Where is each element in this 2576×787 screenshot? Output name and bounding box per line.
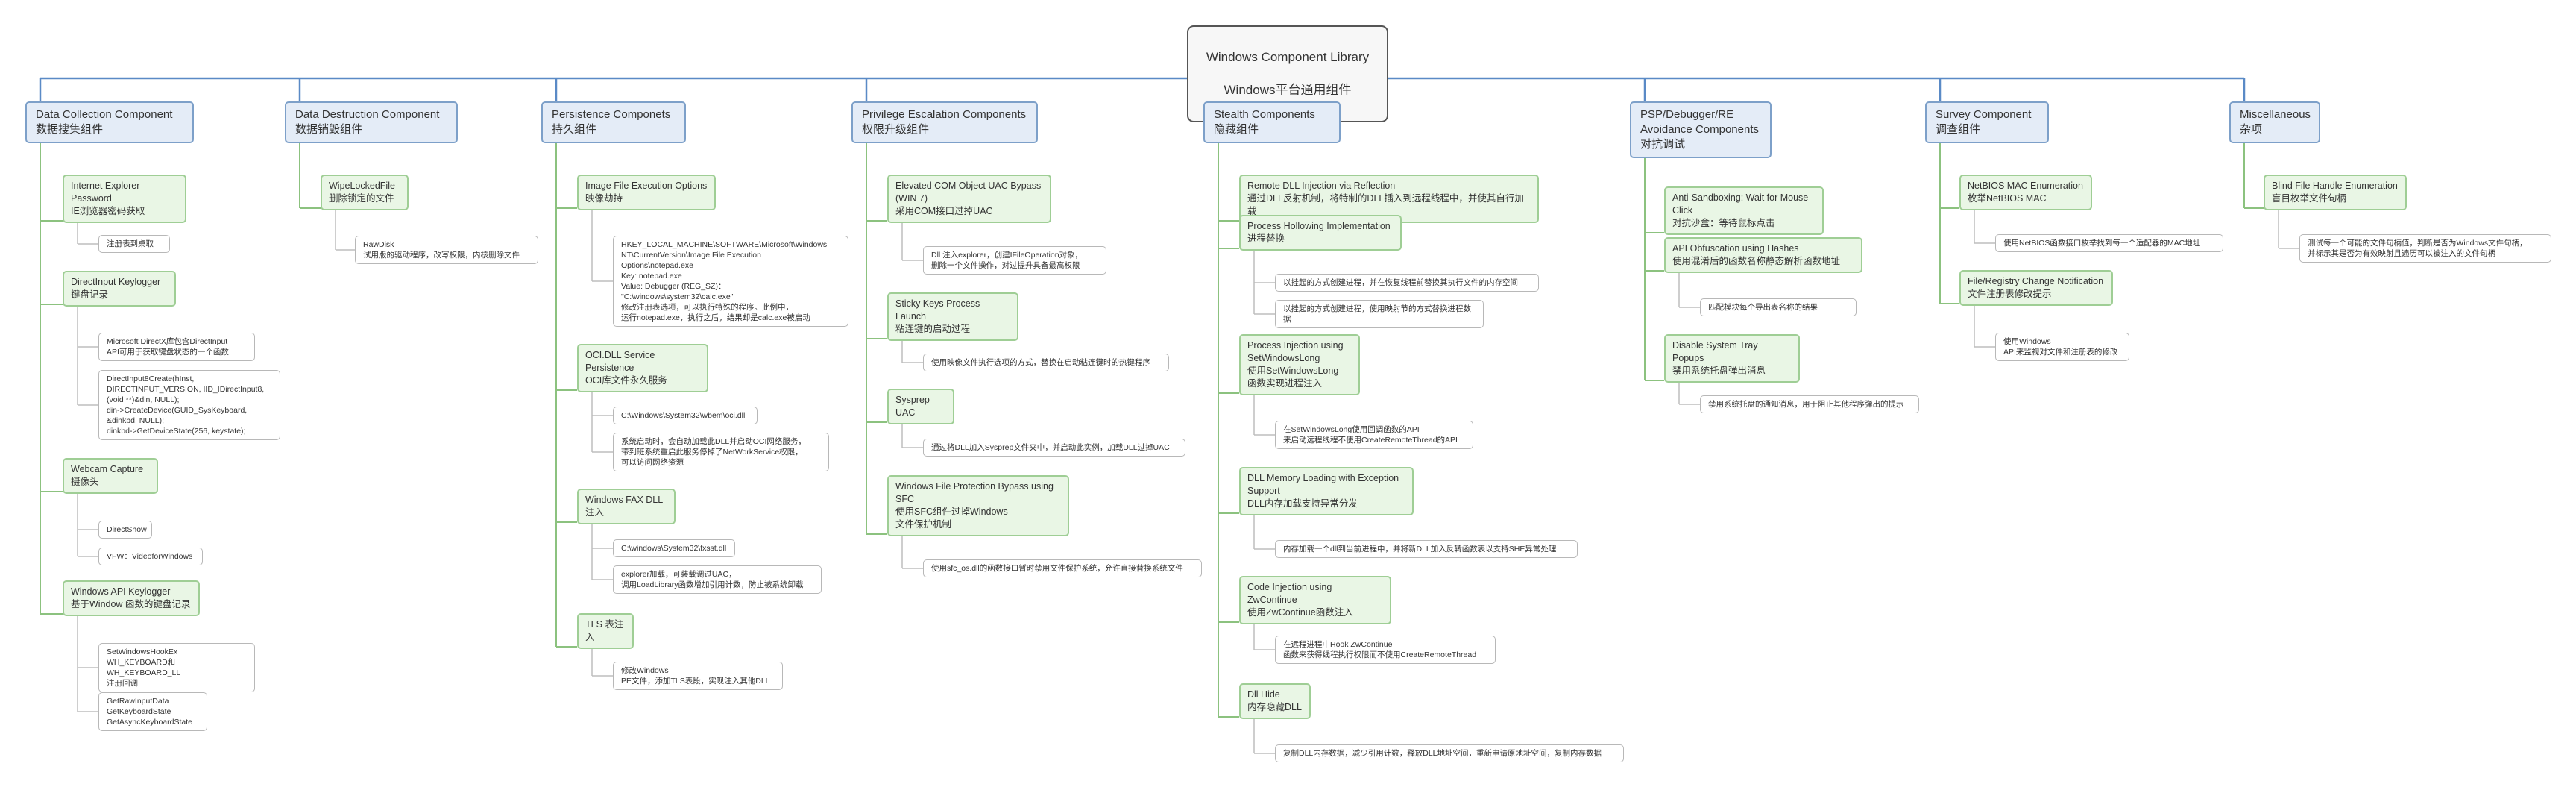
detail-netbios: 使用NetBIOS函数接口枚举找到每一个适配器的MAC地址 [1995, 234, 2223, 252]
item-fax-dll[interactable]: Windows FAX DLL注入 [577, 489, 676, 524]
item-anti-sandboxing[interactable]: Anti-Sandboxing: Wait for Mouse Click 对抗… [1664, 186, 1824, 235]
detail-webcam-2: VFW：VideoforWindows [98, 548, 203, 565]
item-tls-injection[interactable]: TLS 表注入 [577, 613, 634, 649]
item-directinput-keylogger[interactable]: DirectInput Keylogger 键盘记录 [63, 271, 176, 307]
detail-ie-password-1: 注册表到桌取 [98, 235, 170, 253]
category-data-collection[interactable]: Data Collection Component 数据搜集组件 [25, 101, 194, 143]
item-webcam-capture[interactable]: Webcam Capture 摄像头 [63, 458, 158, 494]
root-subtitle: Windows平台通用组件 [1224, 83, 1352, 97]
detail-file-registry: 使用Windows API来监视对文件和注册表的修改 [1995, 333, 2129, 361]
detail-tls: 修改Windows PE文件，添加TLS表段，实现注入其他DLL [613, 662, 783, 690]
item-disable-tray-popups[interactable]: Disable System Tray Popups 禁用系统托盘弹出消息 [1664, 334, 1800, 383]
detail-api-keylogger-1: SetWindowsHookEx WH_KEYBOARD和WH_KEYBOARD… [98, 643, 255, 692]
item-api-obfuscation[interactable]: API Obfuscation using Hashes 使用混淆后的函数名称静… [1664, 237, 1862, 273]
detail-setwindowslong: 在SetWindowsLong使用回调函数的API 来启动远程线程不使用Crea… [1275, 421, 1473, 449]
item-windows-api-keylogger[interactable]: Windows API Keylogger 基于Window 函数的键盘记录 [63, 580, 200, 616]
detail-dll-hide: 复制DLL内存数据，减少引用计数，释放DLL地址空间，重新申请原地址空间，复制内… [1275, 744, 1624, 762]
category-miscellaneous[interactable]: Miscellaneous 杂项 [2229, 101, 2320, 143]
detail-blind-file-handle: 测试每一个可能的文件句柄值，判断是否为Windows文件句柄， 并标示其是否为有… [2299, 234, 2551, 263]
item-oci-dll[interactable]: OCI.DLL Service Persistence OCI库文件永久服务 [577, 344, 708, 392]
detail-oci-path: C:\Windows\System32\wbem\oci.dll [613, 407, 758, 424]
item-wipe-locked-file[interactable]: WipeLockedFile 删除锁定的文件 [321, 175, 409, 210]
detail-dll-memory: 内存加载一个dll到当前进程中，并将新DLL加入反转函数表以支持SHE异常处理 [1275, 540, 1578, 558]
detail-api-obfuscation: 匹配模块每个导出表名称的结果 [1700, 298, 1857, 316]
item-remote-dll-reflection[interactable]: Remote DLL Injection via Reflection 通过DL… [1239, 175, 1539, 223]
detail-rawdisk: RawDisk 试用版的驱动程序，改写权限，内核删除文件 [355, 236, 538, 264]
detail-directinput-1: Microsoft DirectX库包含DirectInput API可用于获取… [98, 333, 255, 361]
item-zwcontinue-injection[interactable]: Code Injection using ZwContinue 使用ZwCont… [1239, 576, 1391, 624]
item-netbios-mac[interactable]: NetBIOS MAC Enumeration 枚举NetBIOS MAC [1959, 175, 2092, 210]
category-privilege-escalation[interactable]: Privilege Escalation Components 权限升级组件 [851, 101, 1038, 143]
detail-ifeo-registry: HKEY_LOCAL_MACHINE\SOFTWARE\Microsoft\Wi… [613, 236, 848, 327]
detail-webcam-1: DirectShow [98, 521, 152, 539]
detail-fax-desc: explorer加载，可装载调过UAC， 调用LoadLibrary函数增加引用… [613, 565, 822, 594]
item-dll-memory-loading[interactable]: DLL Memory Loading with Exception Suppor… [1239, 467, 1414, 515]
item-process-hollowing[interactable]: Process Hollowing Implementation 进程替换 [1239, 215, 1402, 251]
category-stealth[interactable]: Stealth Components 隐藏组件 [1203, 101, 1341, 143]
detail-sticky-keys: 使用映像文件执行选项的方式，替换在启动粘连键时的热键程序 [923, 354, 1169, 371]
root-title: Windows Component Library [1206, 50, 1370, 64]
detail-directinput-2: DirectInput8Create(hInst, DIRECTINPUT_VE… [98, 370, 280, 440]
detail-disable-tray: 禁用系统托盘的通知消息，用于阻止其他程序弹出的提示 [1700, 395, 1919, 413]
detail-wfp: 使用sfc_os.dll的函数接口暂时禁用文件保护系统，允许直接替换系统文件 [923, 559, 1202, 577]
detail-oci-desc: 系统启动时，会自动加载此DLL并启动OCI网络服务， 带到班系统重启此服务停掉了… [613, 433, 829, 471]
item-sticky-keys[interactable]: Sticky Keys Process Launch 粘连键的启动过程 [887, 292, 1018, 341]
item-file-registry-notification[interactable]: File/Registry Change Notification 文件注册表修… [1959, 270, 2113, 306]
item-ifeo[interactable]: Image File Execution Options 映像劫持 [577, 175, 716, 210]
category-anti-debug[interactable]: PSP/Debugger/RE Avoidance Components 对抗调… [1630, 101, 1772, 158]
category-data-destruction[interactable]: Data Destruction Component 数据销毁组件 [285, 101, 458, 143]
detail-fax-path: C:\windows\System32\fxsst.dll [613, 539, 735, 557]
detail-sysprep: 通过将DLL加入Sysprep文件夹中，并启动此实例，加载DLL过掉UAC [923, 439, 1185, 457]
item-setwindowslong-injection[interactable]: Process Injection using SetWindowsLong 使… [1239, 334, 1360, 395]
detail-hollowing-1: 以挂起的方式创建进程，并在恢复线程前替换其执行文件的内存空间 [1275, 274, 1539, 292]
detail-zwcontinue: 在远程进程中Hook ZwContinue 函数来获得线程执行权限而不使用Cre… [1275, 636, 1496, 664]
category-persistence[interactable]: Persistence Componets 持久组件 [541, 101, 686, 143]
item-com-uac-bypass[interactable]: Elevated COM Object UAC Bypass (WIN 7) 采… [887, 175, 1051, 223]
item-wfp-bypass[interactable]: Windows File Protection Bypass using SFC… [887, 475, 1069, 536]
item-sysprep-uac[interactable]: Sysprep UAC [887, 389, 954, 424]
detail-hollowing-2: 以挂起的方式创建进程，使用映射节的方式替换进程数据 [1275, 300, 1484, 328]
detail-com-uac: Dll 注入explorer，创建IFileOperation对象， 删除一个文… [923, 246, 1106, 275]
item-dll-hide[interactable]: Dll Hide 内存隐藏DLL [1239, 683, 1311, 719]
category-survey[interactable]: Survey Component 调查组件 [1925, 101, 2049, 143]
detail-api-keylogger-2: GetRawInputData GetKeyboardState GetAsyn… [98, 692, 207, 731]
item-ie-password[interactable]: Internet Explorer Password IE浏览器密码获取 [63, 175, 186, 223]
item-blind-file-handle[interactable]: Blind File Handle Enumeration 盲目枚举文件句柄 [2264, 175, 2407, 210]
